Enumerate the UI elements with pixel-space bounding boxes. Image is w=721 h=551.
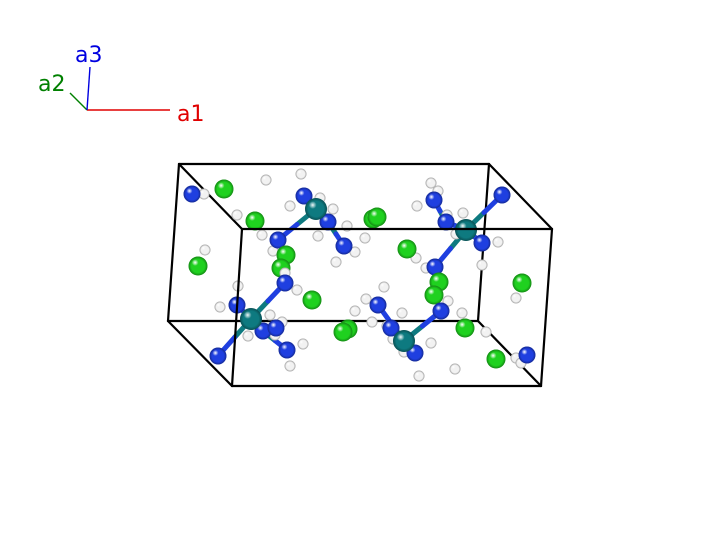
hydrogen-atom xyxy=(284,200,296,212)
hydrogen-atom xyxy=(413,370,425,382)
hydrogen-atom xyxy=(349,246,361,258)
hydrogen-atom xyxy=(480,326,492,338)
hydrogen-atom xyxy=(492,236,504,248)
chlorine-atom xyxy=(486,349,506,369)
hydrogen-atom xyxy=(214,301,226,313)
hydrogen-atom xyxy=(198,188,210,200)
chlorine-atom xyxy=(245,211,265,231)
nitrogen-atom xyxy=(319,213,337,231)
hydrogen-atom xyxy=(449,363,461,375)
hydrogen-atom xyxy=(510,292,522,304)
hydrogen-atom xyxy=(349,305,361,317)
hydrogen-atom xyxy=(476,259,488,271)
hydrogen-atom xyxy=(366,316,378,328)
hydrogen-atom xyxy=(291,284,303,296)
hydrogen-atom xyxy=(264,309,276,321)
hydrogen-atom xyxy=(396,307,408,319)
hydrogen-atom xyxy=(284,360,296,372)
hydrogen-atom xyxy=(199,244,211,256)
chlorine-atom xyxy=(397,239,417,259)
hydrogen-atom xyxy=(378,281,390,293)
nitrogen-atom xyxy=(426,258,444,276)
nitrogen-atom xyxy=(269,231,287,249)
hydrogen-atom xyxy=(457,207,469,219)
atoms xyxy=(183,168,536,382)
hydrogen-atom xyxy=(425,177,437,189)
hydrogen-atom xyxy=(267,245,279,257)
nitrogen-atom xyxy=(335,237,353,255)
nitrogen-atom xyxy=(432,302,450,320)
hydrogen-atom xyxy=(231,209,243,221)
nitrogen-atom xyxy=(518,346,536,364)
axis-a2-label: a2 xyxy=(38,72,65,97)
axis-a1-label: a1 xyxy=(177,102,204,127)
nitrogen-atom xyxy=(382,319,400,337)
nitrogen-atom xyxy=(209,347,227,365)
hydrogen-atom xyxy=(256,229,268,241)
nitrogen-atom xyxy=(276,274,294,292)
hydrogen-atom xyxy=(411,200,423,212)
nitrogen-atom xyxy=(473,234,491,252)
hydrogen-atom xyxy=(242,330,254,342)
nitrogen-atom xyxy=(369,296,387,314)
hydrogen-atom xyxy=(456,307,468,319)
chlorine-atom xyxy=(214,179,234,199)
metal-atom xyxy=(393,330,415,352)
hydrogen-atom xyxy=(359,232,371,244)
nitrogen-atom xyxy=(425,191,443,209)
nitrogen-atom xyxy=(437,213,455,231)
chlorine-atom xyxy=(302,290,322,310)
nitrogen-atom xyxy=(267,319,285,337)
hydrogen-atom xyxy=(297,338,309,350)
metal-atom xyxy=(240,308,262,330)
axes-indicator: a1 a2 a3 xyxy=(38,43,204,127)
hydrogen-atom xyxy=(260,174,272,186)
chlorine-atom xyxy=(424,285,444,305)
chlorine-atom xyxy=(333,322,353,342)
chlorine-atom xyxy=(455,318,475,338)
chlorine-atom xyxy=(188,256,208,276)
nitrogen-atom xyxy=(183,185,201,203)
axis-a3-label: a3 xyxy=(75,43,102,68)
hydrogen-atom xyxy=(360,293,372,305)
hydrogen-atom xyxy=(312,230,324,242)
nitrogen-atom xyxy=(295,187,313,205)
hydrogen-atom xyxy=(330,256,342,268)
chlorine-atom xyxy=(367,207,387,227)
chlorine-atom xyxy=(512,273,532,293)
axis-a2-line xyxy=(69,92,88,111)
nitrogen-atom xyxy=(278,341,296,359)
hydrogen-atom xyxy=(425,337,437,349)
hydrogen-atom xyxy=(327,203,339,215)
unit-cell-front-edges xyxy=(230,227,554,388)
metal-atom xyxy=(305,198,327,220)
hydrogen-atom xyxy=(295,168,307,180)
axis-a3-line xyxy=(86,66,91,111)
nitrogen-atom xyxy=(493,186,511,204)
